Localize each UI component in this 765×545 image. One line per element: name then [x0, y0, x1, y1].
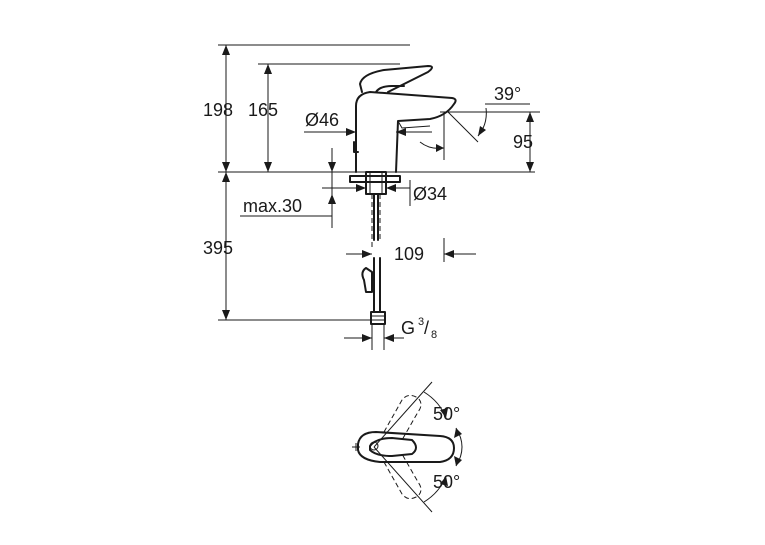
dim-mounting-diameter: Ø34: [413, 184, 447, 204]
dim-total-height: 198: [203, 100, 233, 120]
faucet-top-outline: [357, 431, 455, 463]
pop-up-rod: [353, 141, 359, 153]
lever-base: [375, 85, 405, 93]
swivel-angle-bottom: 50°: [433, 472, 460, 492]
check-valve: [361, 267, 373, 293]
swivel-angle-top: 50°: [433, 404, 460, 424]
dim-spout-height: 165: [248, 100, 278, 120]
dim-body-diameter: Ø46: [305, 110, 339, 130]
dim-outlet-height: 95: [513, 132, 533, 152]
spout-outlet: [397, 120, 431, 129]
top-view: 50° 50°: [352, 381, 463, 513]
side-view: 198 165 Ø46 39° 95: [203, 44, 540, 350]
dim-max-thickness: max.30: [243, 196, 302, 216]
connection-fitting: [370, 311, 386, 325]
svg-text:/: /: [424, 318, 429, 338]
center-mark: [352, 443, 360, 451]
faucet-body: [355, 91, 457, 173]
dim-thread-base: G: [401, 318, 415, 338]
lever-handle: [359, 65, 433, 93]
lever-top: [369, 437, 417, 457]
dim-hose-length: 395: [203, 238, 233, 258]
dim-thread-den: 8: [431, 329, 437, 341]
mounting-shank: [365, 171, 387, 195]
dim-spout-angle: 39°: [494, 84, 521, 104]
mounting-washer: [349, 175, 401, 183]
dim-spout-reach: 109: [394, 244, 424, 264]
swivel-position-bottom: [383, 453, 422, 500]
dim-thread-num: 3: [418, 316, 424, 328]
swivel-position-top: [383, 394, 422, 441]
